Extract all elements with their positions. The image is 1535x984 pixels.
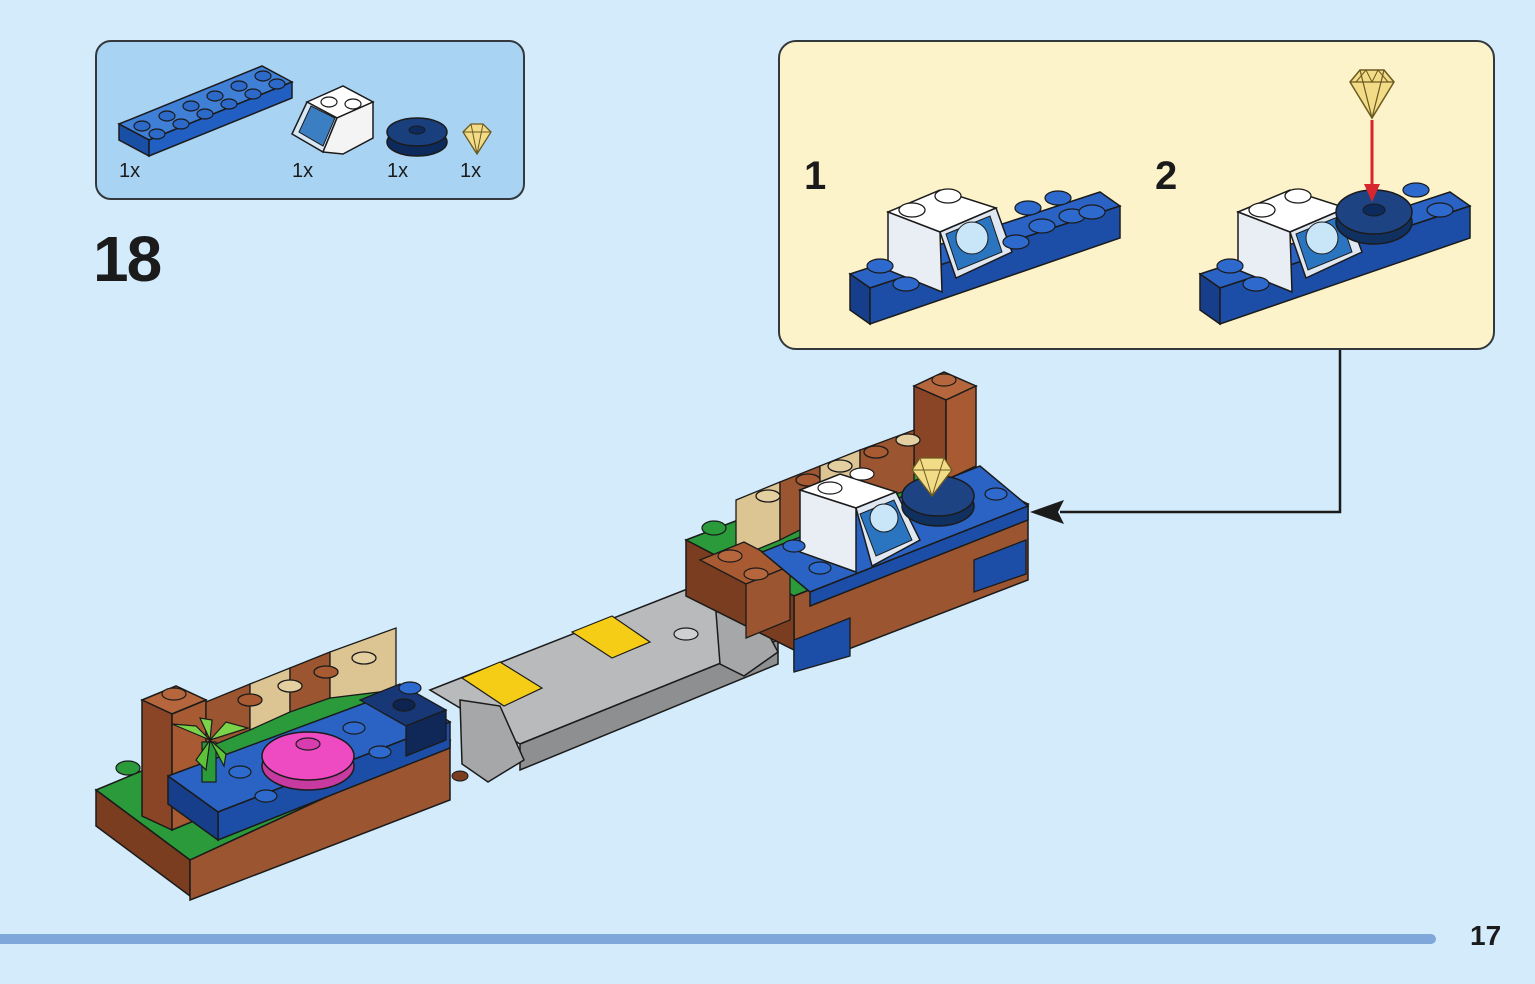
step-number: 18 bbox=[93, 223, 162, 295]
substep-label-2: 2 bbox=[1155, 154, 1178, 198]
page-number: 17 bbox=[1470, 920, 1502, 951]
page-progress-bar bbox=[0, 934, 1436, 944]
subassembly-panel: 1 2 bbox=[778, 40, 1495, 350]
gold-diamond-icon bbox=[462, 123, 492, 156]
white-slope-computer-icon bbox=[291, 85, 375, 155]
substep-1-assembly bbox=[848, 188, 1122, 326]
dark-blue-round-tile-icon bbox=[386, 117, 448, 157]
substep-label-1: 1 bbox=[804, 154, 827, 198]
part-qty-round-tile: 1x bbox=[387, 160, 409, 182]
part-qty-slope: 1x bbox=[292, 160, 314, 182]
part-qty-plate: 1x bbox=[119, 160, 141, 182]
part-qty-diamond: 1x bbox=[460, 160, 482, 182]
callout-connector-arrow bbox=[1030, 350, 1342, 524]
substep-2-assembly bbox=[1198, 69, 1472, 326]
blue-plate-2x6-icon bbox=[117, 65, 294, 158]
main-model-assembly bbox=[94, 371, 1030, 902]
parts-list-panel: 1x 1x 1x 1x bbox=[95, 40, 525, 200]
